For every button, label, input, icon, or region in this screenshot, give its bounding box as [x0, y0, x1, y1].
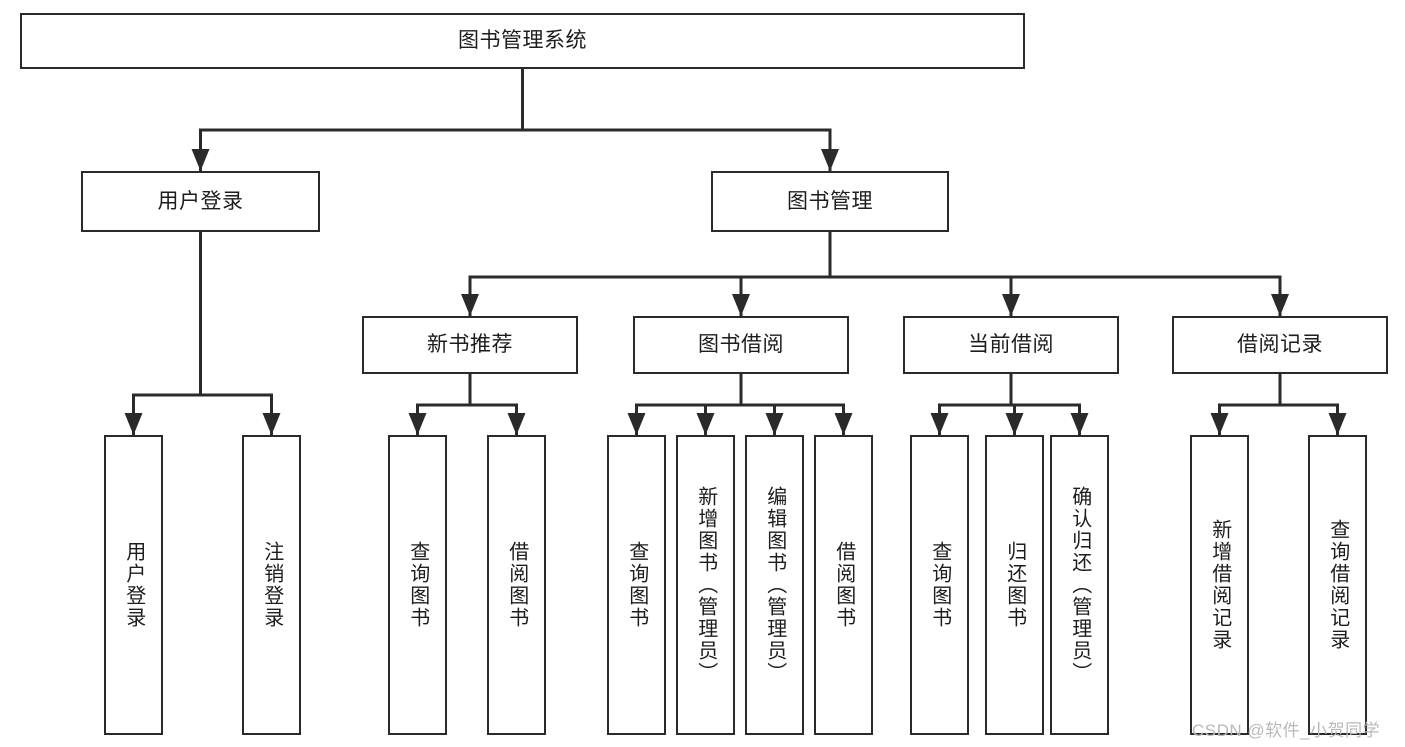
arrowhead-icon	[262, 413, 281, 435]
node-book-manage: 图书管理	[711, 171, 949, 232]
node-label-new-book-rec: 新书推荐	[427, 333, 513, 357]
arrowhead-icon	[821, 149, 839, 171]
node-label-br-add-record: 新增借阅记录	[1208, 519, 1231, 651]
node-new-book-rec: 新书推荐	[362, 316, 578, 374]
arrowhead-icon	[930, 413, 949, 435]
node-label-rec-borrow-book: 借阅图书	[505, 541, 528, 629]
node-label-cb-confirm-return: 确认归还（管理员）	[1068, 486, 1091, 684]
node-cb-confirm-return: 确认归还（管理员）	[1050, 435, 1109, 735]
arrowhead-icon	[461, 294, 479, 316]
node-cb-return-book: 归还图书	[985, 435, 1044, 735]
node-bb-add-book: 新增图书（管理员）	[676, 435, 735, 735]
node-root: 图书管理系统	[20, 13, 1025, 69]
node-label-bb-query-book: 查询图书	[625, 541, 648, 629]
node-user-logout: 注销登录	[242, 435, 301, 735]
node-br-query-record: 查询借阅记录	[1308, 435, 1367, 735]
arrowhead-icon	[507, 413, 526, 435]
arrowhead-icon	[1002, 294, 1020, 316]
node-book-borrow: 图书借阅	[633, 316, 849, 374]
node-label-br-query-record: 查询借阅记录	[1326, 519, 1349, 651]
node-label-borrow-record: 借阅记录	[1237, 333, 1323, 357]
node-label-rec-query-book: 查询图书	[406, 541, 429, 629]
node-label-current-borrow: 当前借阅	[968, 333, 1054, 357]
node-cb-query-book: 查询图书	[910, 435, 969, 735]
node-current-borrow: 当前借阅	[903, 316, 1119, 374]
arrowhead-icon	[1210, 413, 1229, 435]
node-label-cb-return-book: 归还图书	[1003, 541, 1026, 629]
arrowhead-icon	[1005, 413, 1024, 435]
arrowhead-icon	[732, 294, 750, 316]
arrowhead-icon	[765, 413, 784, 435]
node-label-user-login-do: 用户登录	[122, 541, 145, 629]
node-label-cb-query-book: 查询图书	[928, 541, 951, 629]
node-label-user-logout: 注销登录	[260, 541, 283, 629]
node-borrow-record: 借阅记录	[1172, 316, 1388, 374]
node-rec-query-book: 查询图书	[388, 435, 447, 735]
node-label-book-manage: 图书管理	[787, 189, 873, 213]
arrowhead-icon	[627, 413, 646, 435]
node-rec-borrow-book: 借阅图书	[487, 435, 546, 735]
node-label-user-login: 用户登录	[157, 189, 244, 213]
node-bb-borrow-book: 借阅图书	[814, 435, 873, 735]
arrowhead-icon	[1328, 413, 1347, 435]
node-label-bb-add-book: 新增图书（管理员）	[694, 486, 717, 684]
arrowhead-icon	[1070, 413, 1089, 435]
node-label-bb-borrow-book: 借阅图书	[832, 541, 855, 629]
node-bb-edit-book: 编辑图书（管理员）	[745, 435, 804, 735]
node-label-root: 图书管理系统	[458, 29, 587, 53]
arrowhead-icon	[1271, 294, 1289, 316]
arrowhead-icon	[191, 149, 210, 171]
arrowhead-icon	[124, 413, 143, 435]
node-br-add-record: 新增借阅记录	[1190, 435, 1249, 735]
arrowhead-icon	[696, 413, 715, 435]
node-user-login-do: 用户登录	[104, 435, 163, 735]
node-label-book-borrow: 图书借阅	[698, 333, 784, 357]
node-bb-query-book: 查询图书	[607, 435, 666, 735]
node-user-login: 用户登录	[81, 171, 320, 232]
node-label-bb-edit-book: 编辑图书（管理员）	[763, 486, 786, 684]
arrowhead-icon	[408, 413, 427, 435]
arrowhead-icon	[834, 413, 853, 435]
